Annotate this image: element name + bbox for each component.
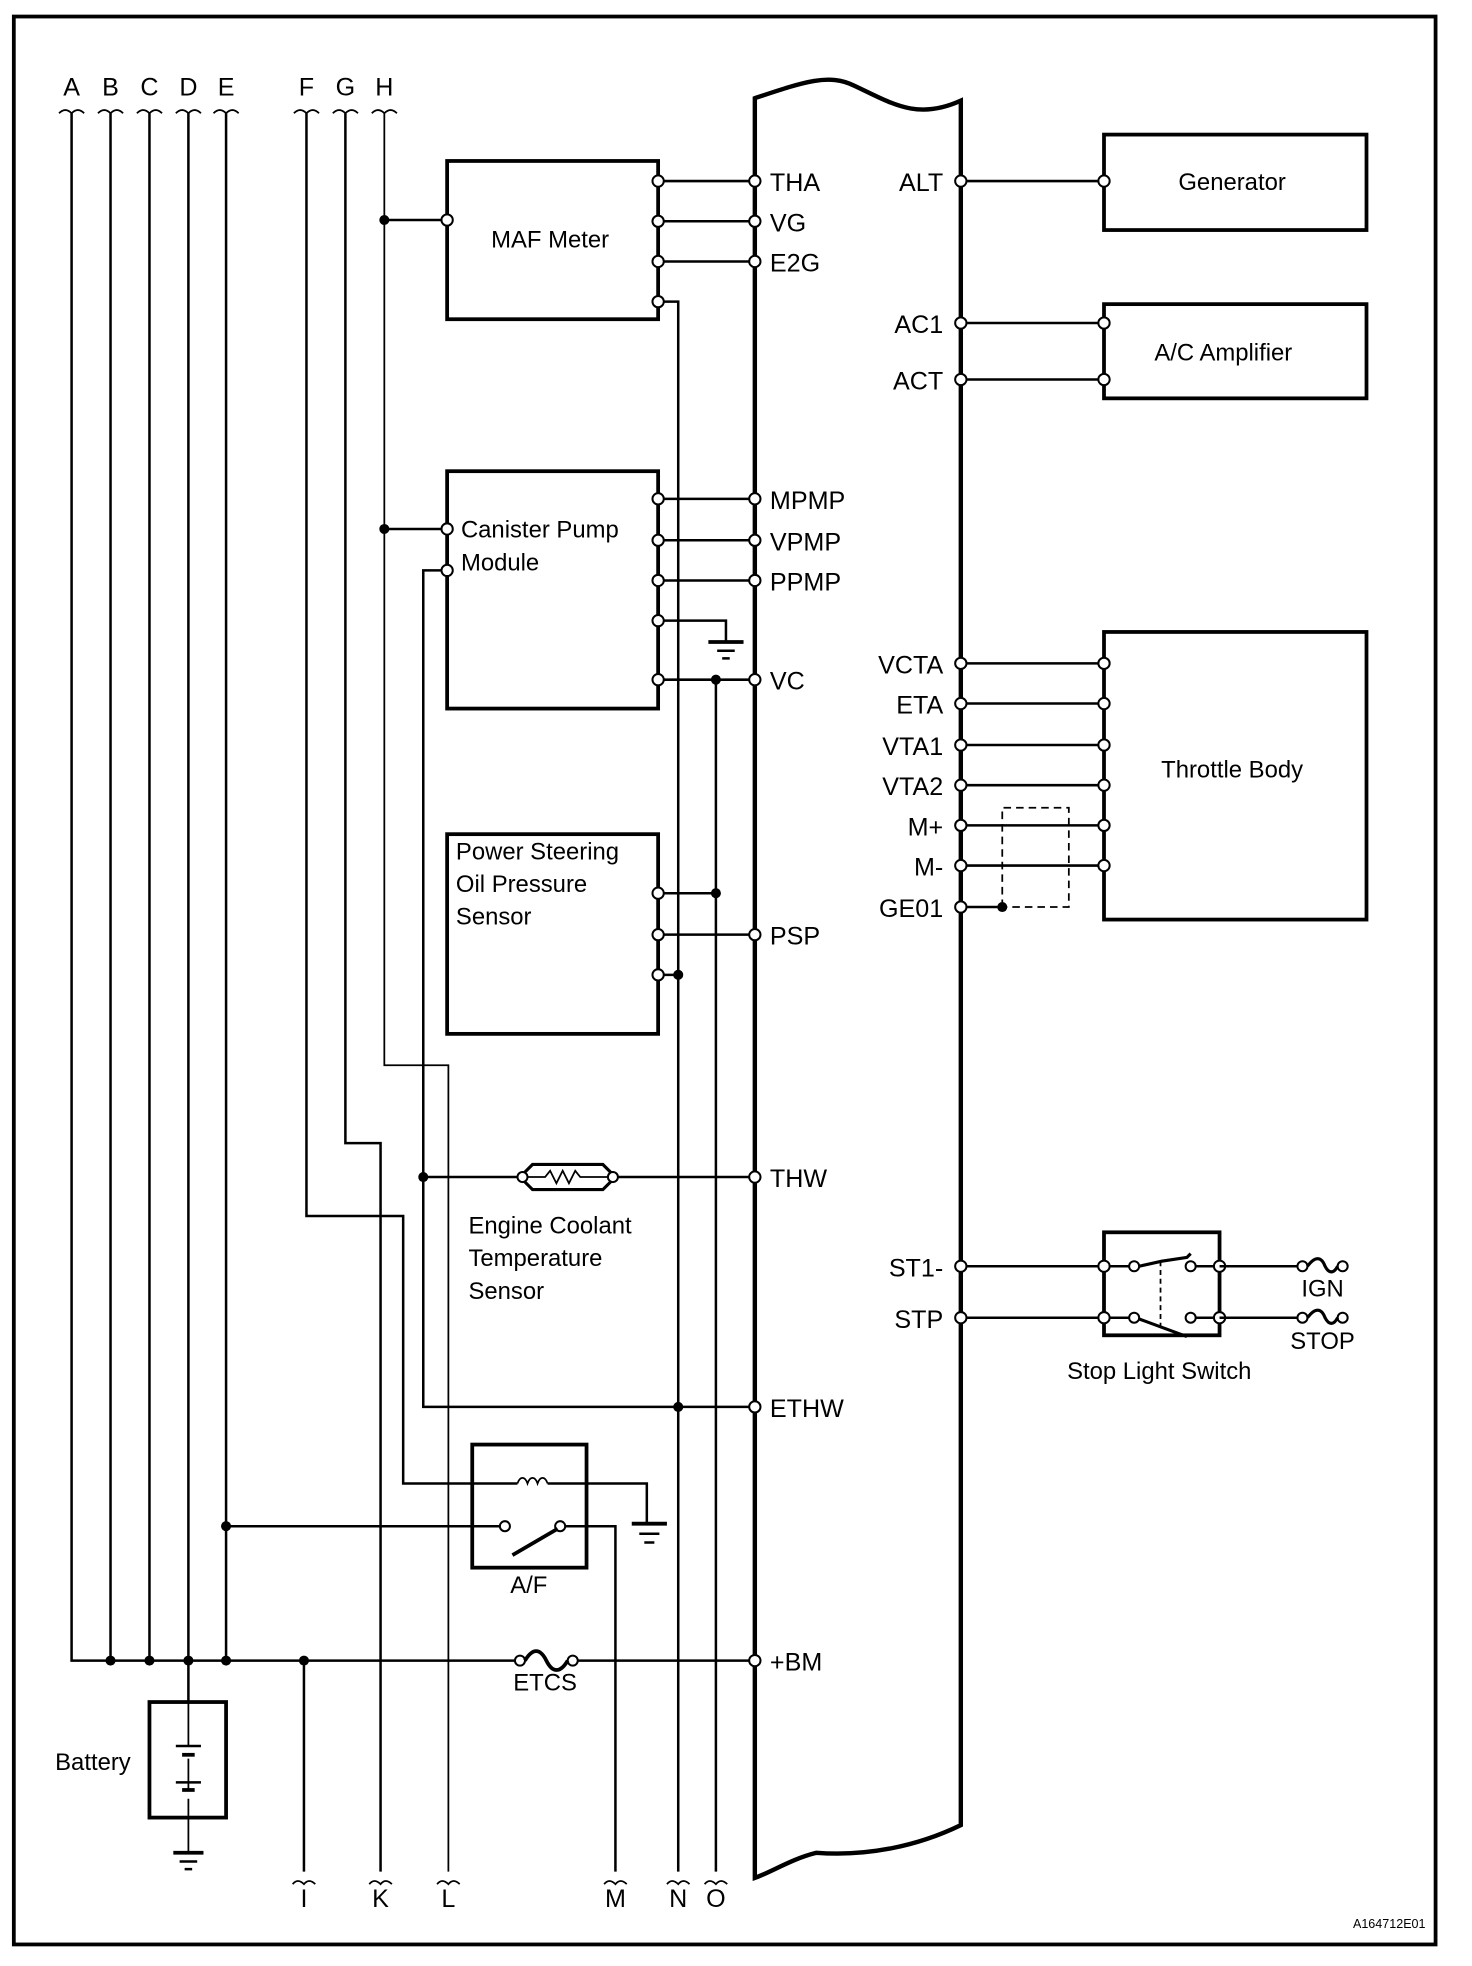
connector-f-label: F (299, 74, 314, 102)
terminal-mpmp: MPMP (770, 487, 845, 515)
battery-bus-wires (70, 113, 755, 1703)
terminal-tha: THA (770, 169, 820, 197)
terminal-act: ACT (893, 368, 943, 396)
stop-light-switch-label: Stop Light Switch (1067, 1358, 1251, 1385)
terminal-vpmp: VPMP (770, 528, 841, 556)
connector-h-label: H (375, 74, 393, 102)
connector-f-break-icon (293, 109, 320, 115)
terminal-vcta: VCTA (878, 651, 943, 679)
stop-fuse: STOP (1290, 1308, 1355, 1355)
diagram-frame (11, 14, 1438, 1947)
ps-label-line2: Oil Pressure (456, 871, 587, 898)
ect-label-line1: Engine Coolant (468, 1213, 632, 1240)
connector-l-break-icon (436, 1880, 461, 1886)
terminal-psp: PSP (770, 923, 820, 951)
terminal-stp: STP (894, 1306, 943, 1334)
ac-amplifier-label: A/C Amplifier (1154, 340, 1292, 367)
terminal-e2g: E2G (770, 249, 820, 277)
canister-label-line1: Canister Pump (461, 517, 619, 544)
connector-a-break-icon (58, 109, 85, 115)
connector-i-label: I (300, 1885, 307, 1913)
generator: Generator (960, 132, 1369, 232)
connector-g-break-icon (332, 109, 359, 115)
ecu-left-terminals: THA VG E2G MPMP VPMP PPMP VC PSP THW ETH… (748, 169, 845, 1677)
terminal-ac1: AC1 (894, 311, 943, 339)
af-relay: A/F (470, 1442, 667, 1872)
figure-id: A164712E01 (1353, 1917, 1426, 1931)
af-relay-label: A/F (510, 1572, 547, 1599)
terminal-bm: +BM (770, 1649, 822, 1677)
battery-label: Battery (55, 1749, 131, 1776)
throttle-body-label: Throttle Body (1161, 757, 1303, 784)
throttle-body: Throttle Body (960, 630, 1369, 922)
terminal-vta1: VTA1 (882, 733, 943, 761)
connector-n-label: N (669, 1885, 687, 1913)
terminal-ge01: GE01 (879, 895, 943, 923)
connector-b-label: B (102, 74, 119, 102)
terminal-m-minus: M- (914, 854, 943, 882)
connector-h-break-icon (371, 109, 398, 115)
power-steering-oil-pressure-sensor: Power Steering Oil Pressure Sensor (445, 832, 755, 1036)
connector-e-break-icon (212, 109, 240, 115)
maf-meter: MAF Meter (440, 159, 755, 1872)
connector-m-label: M (605, 1885, 626, 1913)
connector-a-label: A (63, 74, 80, 102)
connector-d-break-icon (175, 109, 202, 115)
connector-e-label: E (218, 74, 235, 102)
terminal-thw: THW (770, 1165, 827, 1193)
canister-label-line2: Module (461, 549, 539, 576)
ps-label-line1: Power Steering (456, 838, 619, 865)
connector-o-label: O (706, 1885, 726, 1913)
connector-g-label: G (336, 74, 356, 102)
ecu-block (752, 77, 964, 1882)
ps-label-line3: Sensor (456, 904, 532, 931)
generator-label: Generator (1178, 169, 1285, 196)
terminal-st1: ST1- (889, 1254, 943, 1282)
etcs-fuse: ETCS (513, 1649, 579, 1697)
terminal-eta: ETA (896, 692, 943, 720)
connector-c-break-icon (136, 109, 163, 115)
ign-fuse: IGN (1296, 1257, 1349, 1302)
stop-fuse-label: STOP (1290, 1328, 1355, 1355)
terminal-vc: VC (770, 668, 805, 696)
maf-meter-label: MAF Meter (491, 227, 609, 254)
connector-c-label: C (140, 74, 158, 102)
ecu-right-terminals: ALT AC1 ACT VCTA ETA VTA1 VTA2 M+ M- GE0… (878, 169, 968, 1334)
fgh-wires (305, 113, 518, 1872)
connector-m-break-icon (603, 1880, 628, 1886)
terminal-m-plus: M+ (908, 813, 944, 841)
connector-k-break-icon (368, 1880, 393, 1886)
terminal-alt: ALT (899, 169, 943, 197)
connector-n-break-icon (666, 1880, 691, 1886)
engine-coolant-temperature-sensor: Engine Coolant Temperature Sensor (418, 1162, 755, 1412)
connector-o-break-icon (703, 1880, 728, 1886)
bottom-connectors: I K L M N O (291, 1880, 728, 1913)
terminal-ppmp: PPMP (770, 569, 841, 597)
top-connectors: A B C D E F G H (58, 74, 398, 115)
connector-b-break-icon (97, 109, 124, 115)
ign-fuse-label: IGN (1301, 1275, 1343, 1302)
terminal-vg: VG (770, 209, 806, 237)
battery: Battery (55, 1700, 228, 1871)
connector-l-label: L (441, 1885, 455, 1913)
terminal-ethw: ETHW (770, 1395, 844, 1423)
ect-label-line2: Temperature (468, 1245, 602, 1272)
etcs-fuse-label: ETCS (513, 1670, 577, 1697)
terminal-vta2: VTA2 (882, 773, 943, 801)
connector-i-break-icon (291, 1880, 316, 1886)
connector-k-label: K (372, 1885, 389, 1913)
stop-light-switch: Stop Light Switch (960, 1230, 1298, 1385)
canister-pump-module: Canister Pump Module (422, 469, 755, 1872)
ac-amplifier: A/C Amplifier (960, 302, 1369, 401)
ect-label-line3: Sensor (468, 1278, 544, 1305)
connector-d-label: D (179, 74, 197, 102)
